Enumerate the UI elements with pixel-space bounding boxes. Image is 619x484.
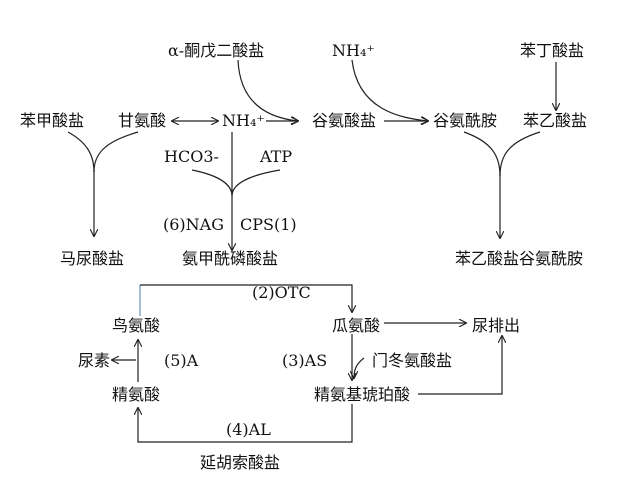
enzyme-nag: (6)NAG	[163, 215, 224, 234]
node-carbamoyl-phosphate: 氨甲酰磷酸盐	[182, 249, 279, 268]
node-atp: ATP	[260, 147, 293, 166]
node-hippurate: 马尿酸盐	[60, 249, 125, 268]
node-bicarbonate: HCO3-	[164, 147, 219, 166]
enzyme-al: (4)AL	[226, 420, 271, 439]
node-phenylacetylglutamine: 苯乙酸盐谷氨酰胺	[455, 249, 584, 268]
node-glutamate: 谷氨酸盐	[312, 111, 377, 130]
node-glutamine: 谷氨酰胺	[433, 111, 498, 130]
arrow-akg-to-glutamate	[237, 59, 298, 121]
cycle-line-otc	[140, 284, 352, 312]
arrow-nh4-to-glutamine	[351, 59, 428, 121]
node-urinary-excretion: 尿排出	[472, 316, 521, 335]
arrow-phenylacetate-merge	[499, 131, 541, 177]
enzyme-as: (3)AS	[282, 351, 328, 370]
node-benzoate: 苯甲酸盐	[20, 111, 85, 130]
arrow-aspartate-to-argininosuccinate	[354, 357, 365, 378]
node-aspartate: 门冬氨酸盐	[372, 351, 453, 370]
arrow-argininosuccinate-to-excretion	[418, 336, 502, 395]
arrow-glutamine-merge	[463, 131, 501, 177]
node-alpha-ketoglutarate: α-酮戊二酸盐	[168, 41, 265, 60]
node-citrulline: 瓜氨酸	[332, 316, 381, 335]
node-phenylbutyrate: 苯丁酸盐	[520, 41, 585, 60]
arrow-hco3-merge	[191, 169, 233, 197]
enzyme-arginase: (5)A	[164, 351, 199, 370]
node-argininosuccinate: 精氨基琥珀酸	[314, 385, 411, 404]
cycle-line-al	[138, 404, 353, 443]
node-fumarate: 延胡索酸盐	[200, 453, 281, 472]
node-ammonium-top: NH₄⁺	[332, 41, 375, 60]
arrow-glycine-merge	[93, 131, 139, 173]
node-phenylacetate: 苯乙酸盐	[523, 111, 588, 130]
arrow-benzoate-merge	[67, 131, 95, 173]
node-glycine: 甘氨酸	[118, 111, 167, 130]
node-urea: 尿素	[78, 351, 111, 370]
node-ammonium-mid: NH₄⁺	[222, 111, 265, 130]
enzyme-cps1: CPS(1)	[240, 215, 297, 234]
node-arginine: 精氨酸	[112, 385, 161, 404]
enzyme-otc: (2)OTC	[252, 283, 311, 302]
arrow-atp-merge	[231, 169, 281, 197]
node-ornithine: 鸟氨酸	[112, 316, 161, 335]
